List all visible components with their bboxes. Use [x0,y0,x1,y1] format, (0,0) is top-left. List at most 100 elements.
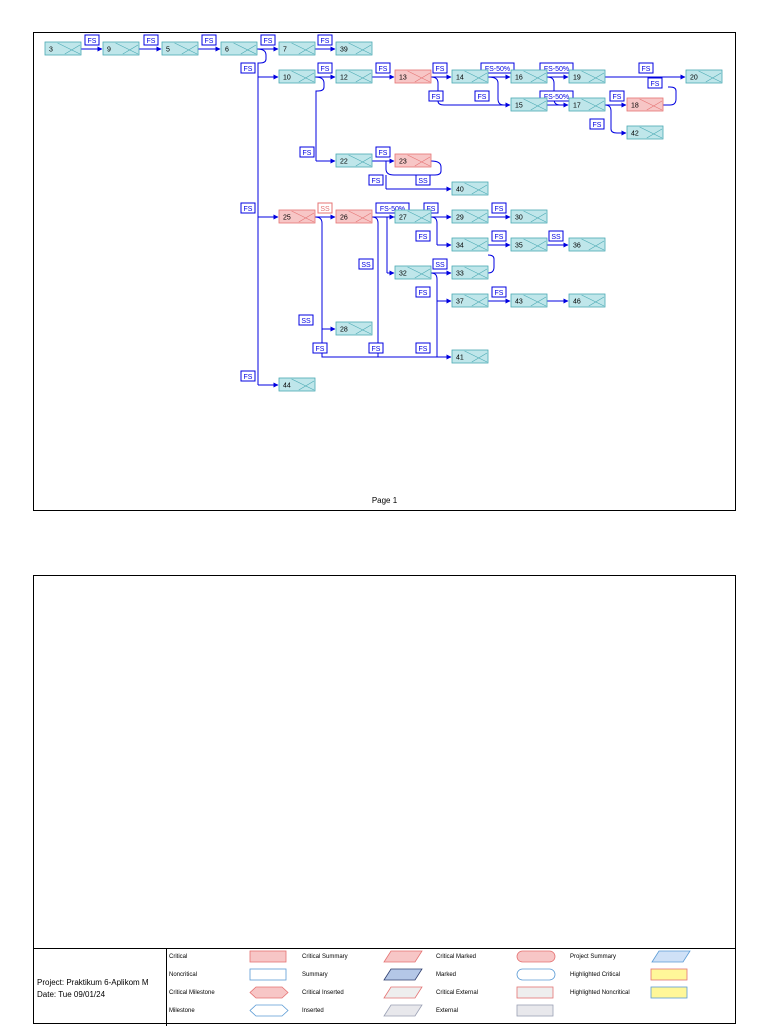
dependency-label-d4: FS [260,34,276,46]
dependency-label-d16: FS [609,90,625,102]
svg-text:29: 29 [456,215,464,222]
svg-text:FS: FS [642,66,651,73]
svg-text:FS: FS [205,38,214,45]
svg-text:FS: FS [419,346,428,353]
dependency-label-d30: FS [491,230,507,242]
task-node-14[interactable]: 14 [451,69,489,84]
task-node-9[interactable]: 9 [102,41,140,56]
svg-text:15: 15 [515,103,523,110]
legend-label-critical-inserted: Critical Inserted [302,990,344,996]
task-node-5[interactable]: 5 [161,41,199,56]
dependency-label-d9: FS [432,62,448,74]
dependency-label-d36: FS [312,342,328,354]
task-node-22[interactable]: 22 [335,153,373,168]
svg-text:FS: FS [495,290,504,297]
task-node-39[interactable]: 39 [335,41,373,56]
page-number-label: Page 1 [371,496,398,505]
task-node-23[interactable]: 23 [394,153,432,168]
svg-text:40: 40 [456,187,464,194]
task-node-18[interactable]: 18 [626,97,664,112]
task-node-30[interactable]: 30 [510,209,548,224]
svg-text:37: 37 [456,299,464,306]
svg-text:FS-50%: FS-50% [544,66,569,73]
task-node-34[interactable]: 34 [451,237,489,252]
task-node-35[interactable]: 35 [510,237,548,252]
task-node-6[interactable]: 6 [220,41,258,56]
task-node-41[interactable]: 41 [451,349,489,364]
task-node-40[interactable]: 40 [451,181,489,196]
dependency-label-d2: FS [143,34,159,46]
svg-text:14: 14 [456,75,464,82]
task-node-26[interactable]: 26 [335,209,373,224]
svg-text:30: 30 [515,215,523,222]
legend-symbol-critical-marked [516,950,556,963]
legend-label-critical-milestone: Critical Milestone [169,990,215,996]
svg-text:6: 6 [225,47,229,54]
svg-text:FS: FS [419,234,428,241]
svg-text:22: 22 [340,159,348,166]
svg-text:FS-50%: FS-50% [544,94,569,101]
dependency-label-d6: FS [240,62,256,74]
task-node-19[interactable]: 19 [568,69,606,84]
svg-text:FS: FS [379,150,388,157]
dependency-label-d1: FS [84,34,100,46]
task-node-16[interactable]: 16 [510,69,548,84]
task-node-42[interactable]: 42 [626,125,664,140]
task-node-32[interactable]: 32 [394,265,432,280]
svg-text:SS: SS [435,262,445,269]
svg-text:18: 18 [631,103,639,110]
task-node-17[interactable]: 17 [568,97,606,112]
legend-symbol-critical-inserted [383,986,423,999]
dependency-label-d39: FS [240,370,256,382]
svg-text:5: 5 [166,47,170,54]
task-node-44[interactable]: 44 [278,377,316,392]
svg-text:FS: FS [432,94,441,101]
task-node-20[interactable]: 20 [685,69,723,84]
dependency-label-d8: FS [375,62,391,74]
task-node-36[interactable]: 36 [568,237,606,252]
svg-text:SS: SS [361,262,371,269]
legend-symbol-inserted [383,1004,423,1017]
task-node-37[interactable]: 37 [451,293,489,308]
dependency-label-d20: FS [375,146,391,158]
task-node-25[interactable]: 25 [278,209,316,224]
task-node-43[interactable]: 43 [510,293,548,308]
task-node-27[interactable]: 27 [394,209,432,224]
task-node-46[interactable]: 46 [568,293,606,308]
svg-text:FS: FS [147,38,156,45]
task-node-7[interactable]: 7 [278,41,316,56]
svg-text:12: 12 [340,75,348,82]
svg-text:FS: FS [593,122,602,129]
svg-text:39: 39 [340,47,348,54]
svg-text:FS: FS [372,178,381,185]
project-info: Project: Praktikum 6-Aplikom M Date: Tue… [34,949,167,1026]
legend-label-summary: Summary [302,972,328,978]
dependency-label-d10: FS-50% [480,62,515,74]
legend-symbol-marked [516,968,556,981]
svg-text:46: 46 [573,299,581,306]
svg-text:FS: FS [321,38,330,45]
svg-text:13: 13 [399,75,407,82]
legend-symbol-critical-summary [383,950,423,963]
task-node-13[interactable]: 13 [394,69,432,84]
trunk-27 [430,216,438,245]
dependency-label-d31: SS [432,258,448,270]
task-node-33[interactable]: 33 [451,265,489,280]
legend-symbol-critical-external [516,986,554,999]
link-25-41-join [321,329,378,358]
dependency-label-d15: FS-50% [539,90,574,102]
task-node-15[interactable]: 15 [510,97,548,112]
task-node-29[interactable]: 29 [451,209,489,224]
link-18-20-curve [663,86,677,106]
legend-label-highlighted-critical: Highlighted Critical [570,972,621,978]
svg-text:9: 9 [107,47,111,54]
trunk-10 [314,76,325,161]
task-node-28[interactable]: 28 [335,321,373,336]
task-node-10[interactable]: 10 [278,69,316,84]
task-node-12[interactable]: 12 [335,69,373,84]
task-node-3[interactable]: 3 [44,41,82,56]
svg-text:7: 7 [283,47,287,54]
legend-label-marked: Marked [436,972,457,978]
svg-text:20: 20 [690,75,698,82]
link-23-loop [385,160,442,176]
